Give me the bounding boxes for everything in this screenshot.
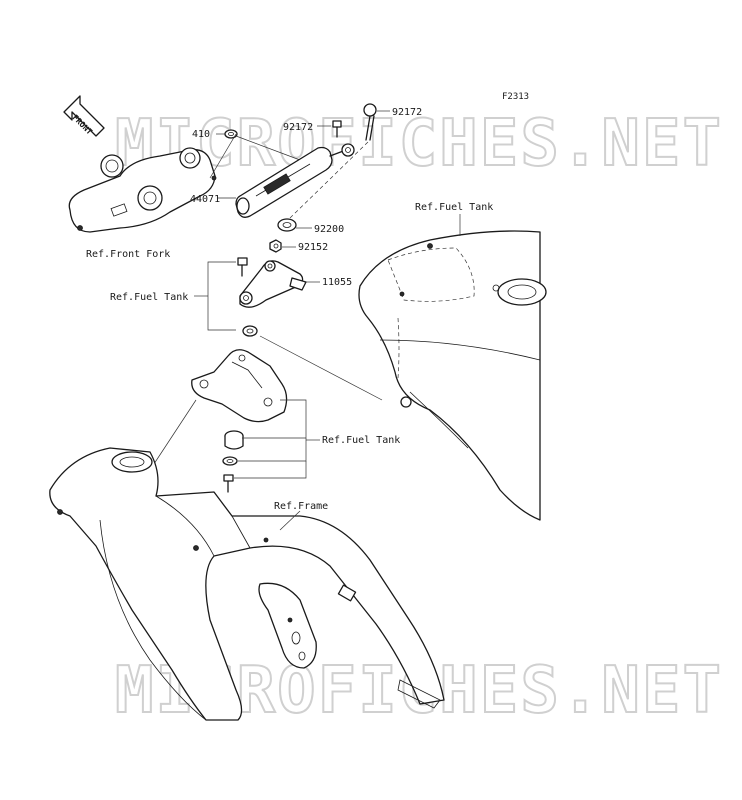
part-92172-bolt-long [363, 103, 377, 141]
mount-bolt [223, 474, 234, 493]
tank-mount-bracket [191, 349, 288, 423]
rubber-damper [224, 430, 244, 450]
label-11055: 11055 [322, 277, 352, 288]
ref-frame-label: Ref.Frame [274, 501, 328, 512]
bracket-bolt-icon [237, 257, 248, 277]
frame [49, 447, 445, 721]
collar-washer [222, 456, 238, 466]
ref-front-fork-label: Ref.Front Fork [86, 249, 170, 260]
part-92200-washer [277, 218, 297, 232]
ref-fuel-tank-left-label: Ref.Fuel Tank [110, 292, 188, 303]
label-410: 410 [192, 129, 210, 140]
part-92172-bolt-small [332, 120, 342, 138]
part-410-collar [224, 129, 238, 139]
fuel-tank [358, 230, 547, 521]
label-92172-a: 92172 [283, 122, 313, 133]
part-92152-nut [269, 239, 282, 253]
part-44071-steering-damper [235, 143, 355, 218]
label-92152: 92152 [298, 242, 328, 253]
front-direction-icon: FRONT [63, 95, 105, 137]
ref-fuel-tank-mid-label: Ref.Fuel Tank [322, 435, 400, 446]
triple-clamp [68, 147, 217, 233]
label-92200: 92200 [314, 224, 344, 235]
part-11055-bracket [239, 260, 307, 308]
spacer-washer [242, 325, 258, 337]
label-92172-b: 92172 [392, 107, 422, 118]
ref-fuel-tank-top-label: Ref.Fuel Tank [415, 202, 493, 213]
figure-code: F2313 [502, 92, 529, 102]
label-44071: 44071 [190, 194, 220, 205]
